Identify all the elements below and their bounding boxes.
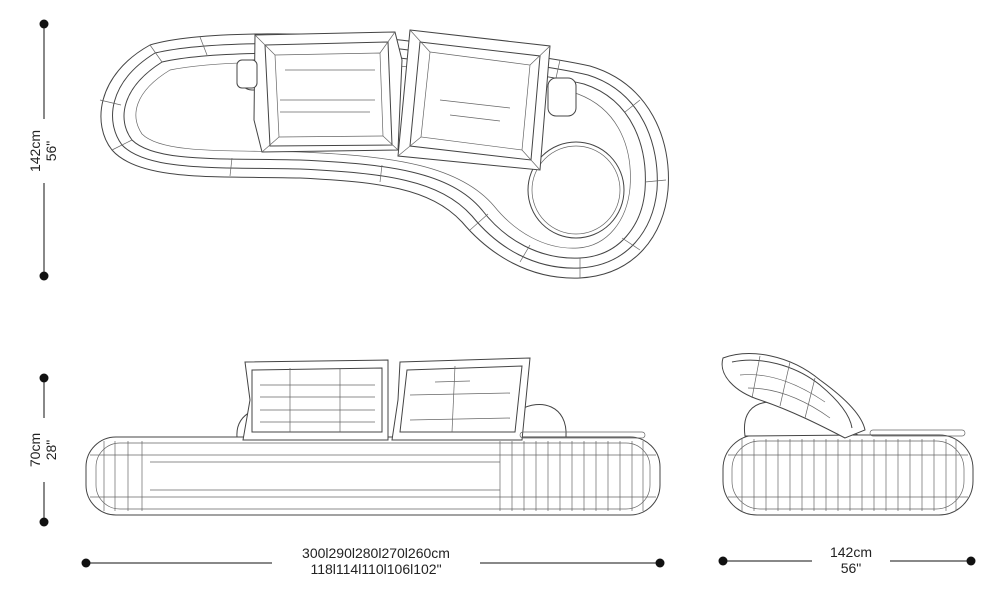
top-view-cushion-right [398, 30, 550, 170]
side-view-cushion [722, 354, 865, 438]
top-view [100, 30, 668, 278]
top-height-in: 56" [43, 140, 59, 162]
side-width-label: 142cm 56" [812, 544, 890, 576]
side-view-base [723, 435, 973, 515]
top-height-cm: 142cm [27, 129, 43, 173]
front-view-cushion-left [243, 360, 388, 440]
side-width-in: 56" [840, 560, 862, 576]
front-view-cushion-right [392, 358, 530, 440]
side-view [722, 354, 973, 515]
top-view-cushion-left [254, 32, 402, 152]
top-view-round-table [528, 142, 624, 238]
front-width-label: 300l290l280l270l260cm 118l114l110l106l10… [272, 545, 480, 577]
front-height-label: 70cm 28" [27, 418, 59, 482]
front-width-in: 118l114l110l106l102" [310, 561, 442, 577]
front-view [86, 358, 660, 515]
front-height-in: 28" [43, 439, 59, 461]
top-height-label: 142cm 56" [27, 119, 59, 183]
front-view-base [86, 437, 660, 515]
front-height-cm: 70cm [27, 432, 43, 468]
side-width-cm: 142cm [829, 544, 873, 560]
front-width-cm: 300l290l280l270l260cm [302, 545, 450, 561]
